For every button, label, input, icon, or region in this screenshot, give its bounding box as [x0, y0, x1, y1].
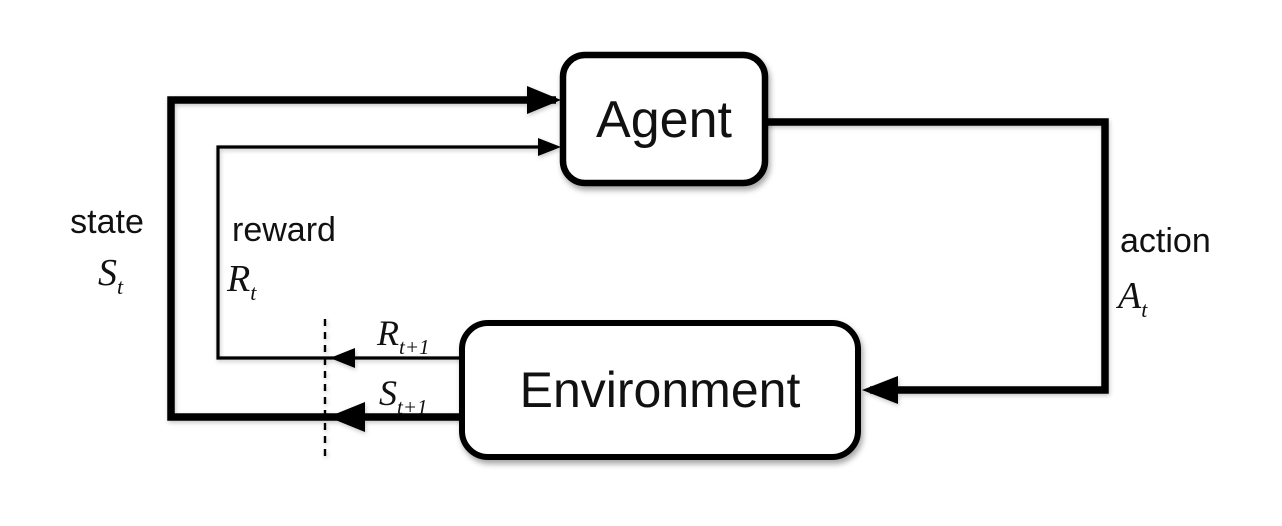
environment-node-box: [459, 320, 861, 460]
state-symbol-base: S: [98, 252, 117, 294]
action-symbol-base: A: [1115, 275, 1142, 317]
next-state-arrowhead: [328, 402, 365, 432]
action-into-environment-arrowhead: [862, 376, 898, 404]
state-edge-line: [167, 96, 556, 421]
state-symbol-label: St: [98, 252, 124, 299]
action-symbol-subscript: t: [1141, 297, 1148, 322]
reward-into-agent-arrowhead: [538, 138, 561, 156]
reward-symbol-base: R: [226, 258, 250, 300]
next-reward-symbol-subscript: t+1: [399, 335, 430, 359]
action-word-label: action: [1120, 222, 1211, 260]
next-state-symbol-label: St+1: [379, 373, 428, 419]
state-word-label: state: [70, 203, 144, 241]
edges-group: [167, 86, 1109, 461]
action-edge-line: [765, 118, 1109, 394]
next-reward-arrowhead: [330, 348, 355, 368]
reward-symbol-subscript: t: [250, 280, 257, 305]
reward-symbol-label: Rt: [226, 258, 257, 305]
reward-word-label: reward: [232, 211, 336, 249]
next-reward-symbol-base: R: [376, 313, 399, 353]
state-into-agent-arrowhead: [527, 86, 561, 114]
environment-node-label: Environment: [520, 362, 801, 418]
agent-node-label: Agent: [596, 91, 732, 149]
agent-node-box: [559, 51, 769, 187]
state-symbol-subscript: t: [117, 274, 124, 299]
next-state-symbol-base: S: [379, 373, 397, 413]
next-state-symbol-subscript: t+1: [397, 395, 428, 419]
next-reward-symbol-label: Rt+1: [376, 313, 430, 359]
action-symbol-label: At: [1115, 275, 1148, 322]
nodes-group: [459, 51, 861, 460]
